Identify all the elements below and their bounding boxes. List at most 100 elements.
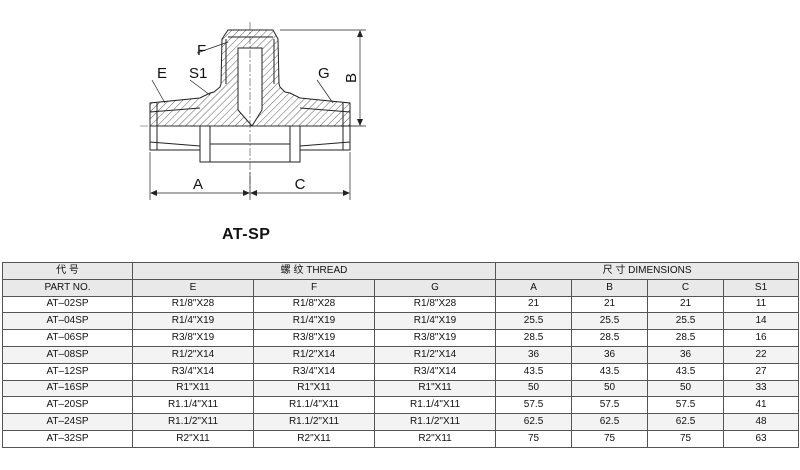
table-cell: 36 xyxy=(495,345,573,364)
table-cell: AT–12SP xyxy=(2,362,133,381)
table-cell: 50 xyxy=(571,379,649,398)
table-row: AT–12SP R3/4"X14 R3/4"X14 R3/4"X14 43.5 … xyxy=(2,362,800,381)
table-cell: R3/4"X14 xyxy=(373,362,497,381)
table-cell: 36 xyxy=(647,345,725,364)
table-cell: R1/2"X14 xyxy=(253,345,375,364)
table-row: AT–08SP R1/2"X14 R1/2"X14 R1/2"X14 36 36… xyxy=(2,345,800,364)
label-S1: S1 xyxy=(189,65,207,82)
table-cell: AT–24SP xyxy=(2,413,133,431)
table-cell: R3/8"X19 xyxy=(132,329,254,347)
table-cell: AT–32SP xyxy=(2,429,133,448)
table-cell: AT–08SP xyxy=(2,345,133,364)
group-header-row: 代 号 螺 纹 THREAD 尺 寸 DIMENSIONS xyxy=(2,262,800,280)
label-B: B xyxy=(343,73,360,83)
table-cell: R2"X11 xyxy=(132,429,254,448)
table-cell: R1/8"X28 xyxy=(373,295,497,314)
table-cell: 75 xyxy=(571,429,649,448)
dimensions-group-header: 尺 寸 DIMENSIONS xyxy=(495,262,800,280)
table-cell: 57.5 xyxy=(571,396,649,415)
table-cell: 21 xyxy=(647,295,725,314)
col-header: PART NO. xyxy=(2,278,133,297)
thread-group-header: 螺 纹 THREAD xyxy=(131,262,497,280)
table-cell: 28.5 xyxy=(647,329,725,347)
label-C: C xyxy=(295,176,306,193)
table-cell: 43.5 xyxy=(495,362,573,381)
table-cell: R3/4"X14 xyxy=(253,362,375,381)
table-cell: R1"X11 xyxy=(132,379,254,398)
table-cell: R1/4"X19 xyxy=(253,312,375,331)
table-cell: R1/8"X28 xyxy=(132,295,254,314)
table-cell: R1.1/4"X11 xyxy=(373,396,497,415)
center-lines xyxy=(140,22,362,195)
table-cell: 25.5 xyxy=(647,312,725,331)
label-A: A xyxy=(193,176,203,193)
label-F: F xyxy=(197,42,206,59)
table-row: AT–32SP R2"X11 R2"X11 R2"X11 75 75 75 63 xyxy=(2,429,800,448)
table-cell: AT–20SP xyxy=(2,396,133,415)
table-cell: 25.5 xyxy=(571,312,649,331)
table-cell: 33 xyxy=(723,379,800,398)
table-cell: 25.5 xyxy=(495,312,573,331)
table-row: AT–20SP R1.1/4"X11 R1.1/4"X11 R1.1/4"X11… xyxy=(2,396,800,415)
tee-fitting-drawing: F E S1 G B A C xyxy=(140,22,366,200)
table-cell: 43.5 xyxy=(571,362,649,381)
table-cell: R1/4"X19 xyxy=(132,312,254,331)
table-cell: R1.1/4"X11 xyxy=(132,396,254,415)
table-cell: AT–04SP xyxy=(2,312,133,331)
table-cell: 21 xyxy=(571,295,649,314)
table-cell: R1/2"X14 xyxy=(373,345,497,364)
label-E: E xyxy=(157,65,167,82)
table-cell: 75 xyxy=(495,429,573,448)
table-cell: R1.1/4"X11 xyxy=(253,396,375,415)
table-cell: R1/8"X28 xyxy=(253,295,375,314)
table-cell: 28.5 xyxy=(495,329,573,347)
col-header: E xyxy=(132,278,254,297)
table-cell: 57.5 xyxy=(495,396,573,415)
col-header: C xyxy=(647,278,725,297)
table-cell: R1/2"X14 xyxy=(132,345,254,364)
table-cell: 22 xyxy=(723,345,800,364)
table-cell: R1.1/2"X11 xyxy=(253,413,375,431)
table-cell: 62.5 xyxy=(571,413,649,431)
table-cell: R2"X11 xyxy=(373,429,497,448)
table-cell: 14 xyxy=(723,312,800,331)
table-cell: 43.5 xyxy=(647,362,725,381)
table-cell: 50 xyxy=(495,379,573,398)
col-header: A xyxy=(495,278,573,297)
table-cell: 36 xyxy=(571,345,649,364)
table-cell: R1/4"X19 xyxy=(373,312,497,331)
col-header: G xyxy=(373,278,497,297)
table-cell: 16 xyxy=(723,329,800,347)
table-cell: R3/4"X14 xyxy=(132,362,254,381)
drawing-labels: F E S1 G B A C xyxy=(157,42,360,193)
table-cell: AT–16SP xyxy=(2,379,133,398)
table-cell: 75 xyxy=(647,429,725,448)
col-header: S1 xyxy=(723,278,800,297)
table-cell: 48 xyxy=(723,413,800,431)
dimension-arrows xyxy=(150,30,363,196)
table-cell: 41 xyxy=(723,396,800,415)
table-cell: R3/8"X19 xyxy=(373,329,497,347)
table-cell: 50 xyxy=(647,379,725,398)
table-row: AT–06SP R3/8"X19 R3/8"X19 R3/8"X19 28.5 … xyxy=(2,329,800,347)
table-cell: 63 xyxy=(723,429,800,448)
table-cell: AT–02SP xyxy=(2,295,133,314)
table-cell: R3/8"X19 xyxy=(253,329,375,347)
table-cell: R2"X11 xyxy=(253,429,375,448)
col-header: B xyxy=(571,278,649,297)
column-header-row: PART NO. E F G A B C S1 xyxy=(2,278,800,297)
table-row: AT–16SP R1"X11 R1"X11 R1"X11 50 50 50 33 xyxy=(2,379,800,398)
table-row: AT–04SP R1/4"X19 R1/4"X19 R1/4"X19 25.5 … xyxy=(2,312,800,331)
table-cell: 21 xyxy=(495,295,573,314)
table-cell: AT–06SP xyxy=(2,329,133,347)
table-cell: 28.5 xyxy=(571,329,649,347)
table-cell: R1"X11 xyxy=(253,379,375,398)
label-G: G xyxy=(318,65,330,82)
table-row: AT–02SP R1/8"X28 R1/8"X28 R1/8"X28 21 21… xyxy=(2,295,800,314)
table-cell: 27 xyxy=(723,362,800,381)
table-cell: R1.1/2"X11 xyxy=(132,413,254,431)
table-cell: 11 xyxy=(723,295,800,314)
table-cell: 62.5 xyxy=(647,413,725,431)
part-group-header: 代 号 xyxy=(2,262,133,280)
dimension-lines xyxy=(149,29,366,200)
